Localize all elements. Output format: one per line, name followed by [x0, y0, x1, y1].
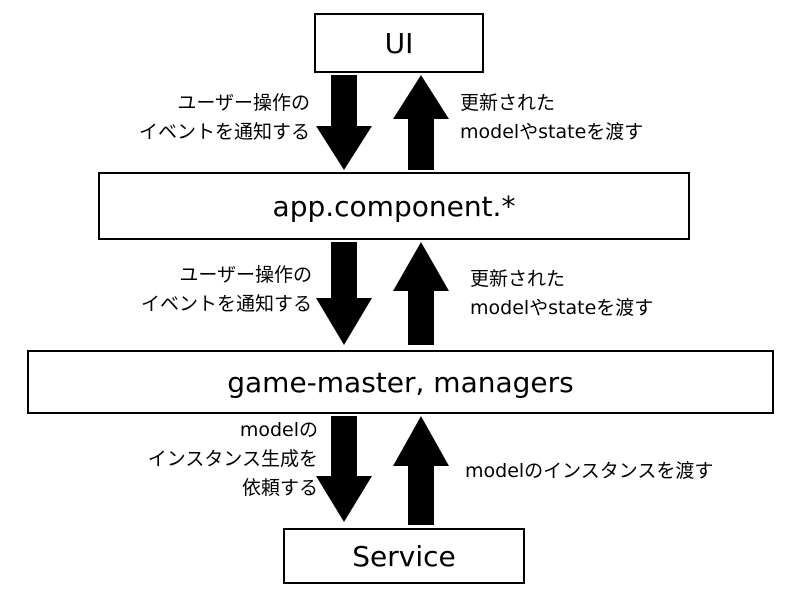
label-line: ユーザー操作の: [179, 264, 312, 286]
label-line: 更新された: [470, 268, 566, 290]
ui-box: UI: [314, 13, 484, 73]
arrow-up-app-to-ui: [393, 75, 449, 170]
label-line: modelやstateを渡す: [460, 121, 644, 143]
label-line: 更新された: [460, 92, 556, 114]
ui-box-label: UI: [384, 26, 414, 60]
app-component-box: app.component.*: [98, 172, 690, 240]
arrow-down-ui-to-app: [316, 75, 372, 170]
service-box: Service: [283, 528, 525, 584]
label-line: イベントを通知する: [138, 121, 310, 143]
label-line: ユーザー操作の: [177, 92, 310, 114]
label-ui-events-down: ユーザー操作の イベントを通知する: [139, 89, 310, 147]
game-master-box: game-master, managers: [27, 350, 774, 414]
arrow-up-gm-to-app: [393, 242, 449, 345]
label-ui-model-up: 更新された modelやstateを渡す: [460, 89, 643, 147]
app-component-box-label: app.component.*: [272, 189, 516, 223]
label-line: modelのインスタンスを渡す: [465, 460, 714, 482]
game-master-box-label: game-master, managers: [227, 365, 574, 399]
label-service-request-down: modelの インスタンス生成を 依頼する: [148, 416, 318, 503]
label-line: 依頼する: [241, 477, 318, 499]
label-line: modelやstateを渡す: [470, 297, 654, 319]
label-line: イベントを通知する: [140, 293, 312, 315]
label-app-model-up: 更新された modelやstateを渡す: [470, 265, 653, 323]
label-service-return-up: modelのインスタンスを渡す: [465, 457, 713, 486]
arrow-down-gm-to-service: [316, 416, 372, 522]
label-line: modelの: [239, 419, 318, 441]
arrow-up-service-to-gm: [393, 416, 449, 525]
arrow-down-app-to-gm: [316, 242, 372, 345]
service-box-label: Service: [352, 539, 456, 573]
label-app-events-down: ユーザー操作の イベントを通知する: [141, 261, 312, 319]
label-line: インスタンス生成を: [147, 448, 318, 470]
